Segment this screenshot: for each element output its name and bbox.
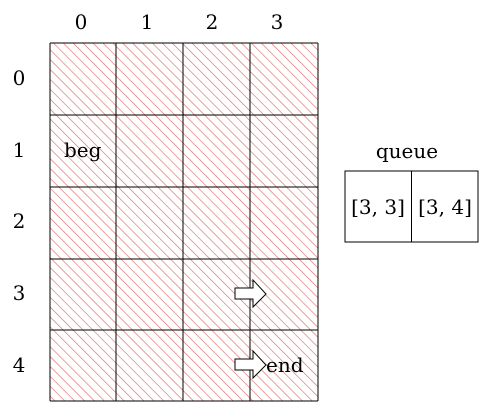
row-label-4: 4 (13, 353, 26, 377)
grid-hatch-fill (50, 43, 318, 401)
column-labels: 0 1 2 3 (75, 10, 284, 34)
right-arrow-icon (234, 278, 267, 309)
row-label-2: 2 (13, 209, 26, 233)
end-cell-label: end (266, 353, 304, 377)
column-label-3: 3 (271, 10, 284, 34)
grid-lines (49, 42, 319, 402)
column-label-0: 0 (75, 10, 88, 34)
queue-title: queue (376, 139, 438, 163)
column-label-1: 1 (141, 10, 154, 34)
queue-item-1: [3, 4] (418, 195, 472, 219)
right-arrow-icon (234, 349, 267, 380)
row-labels: 0 1 2 3 4 (13, 66, 26, 377)
row-label-1: 1 (13, 138, 26, 162)
column-label-2: 2 (206, 10, 219, 34)
queue-item-0: [3, 3] (351, 195, 405, 219)
row-label-0: 0 (13, 66, 26, 90)
queue-box: queue [3, 3] [3, 4] (344, 139, 479, 243)
row-label-3: 3 (13, 281, 26, 305)
begin-cell-label: beg (64, 138, 102, 162)
